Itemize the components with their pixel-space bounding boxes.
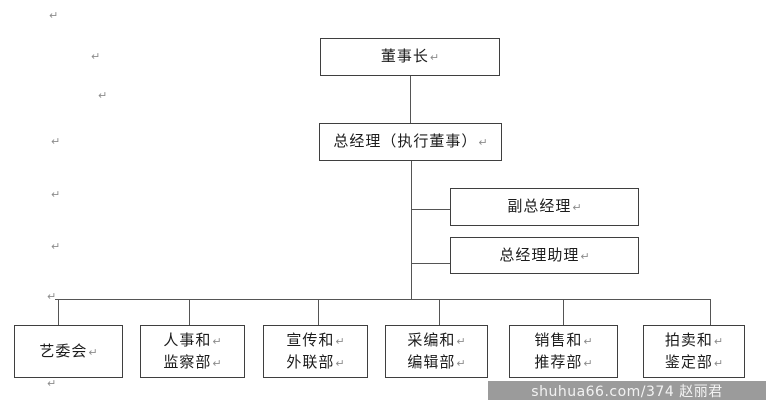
paragraph-mark: ↵ <box>335 334 345 348</box>
org-box-publicity-outreach: 宣传和↵ 外联部↵ <box>263 325 368 378</box>
margin-paragraph-mark: ↵ <box>47 290 57 303</box>
paragraph-mark: ↵ <box>88 345 98 359</box>
paragraph-mark: ↵ <box>572 201 582 214</box>
margin-paragraph-mark: ↵ <box>98 89 108 102</box>
paragraph-mark: ↵ <box>583 356 593 370</box>
paragraph-mark: ↵ <box>335 356 345 370</box>
org-box-hr-supervision-label-line1: 人事和 <box>163 330 212 349</box>
paragraph-mark: ↵ <box>580 249 590 263</box>
margin-paragraph-mark: ↵ <box>47 377 57 390</box>
org-box-editorial: 采编和↵ 编辑部↵ <box>385 325 488 378</box>
org-box-editorial-label-line2: 编辑部 <box>407 352 456 371</box>
org-box-sales-recommendation: 销售和↵ 推荐部↵ <box>509 325 618 378</box>
org-box-chairman-label: 董事长 <box>380 47 429 65</box>
paragraph-mark: ↵ <box>212 334 222 348</box>
org-box-editorial-label-line1: 采编和 <box>407 330 456 349</box>
org-box-hr-supervision: 人事和↵ 监察部↵ <box>140 325 245 378</box>
org-box-deputy-general-manager-label: 副总经理 <box>507 197 572 215</box>
margin-paragraph-mark: ↵ <box>51 240 61 253</box>
branch-gm-assistant <box>411 263 450 264</box>
drop-hr-supervision <box>189 299 190 325</box>
org-box-deputy-general-manager: 副总经理↵ <box>450 188 639 226</box>
paragraph-mark: ↵ <box>212 356 222 370</box>
org-box-hr-supervision-label-line2: 监察部 <box>163 352 212 371</box>
org-box-publicity-outreach-label-line2: 外联部 <box>286 352 335 371</box>
margin-paragraph-mark: ↵ <box>49 9 59 22</box>
org-box-gm-assistant: 总经理助理↵ <box>450 237 639 274</box>
margin-paragraph-mark: ↵ <box>91 50 101 63</box>
org-box-auction-appraisal-label-line2: 鉴定部 <box>664 352 713 371</box>
connector-gm-trunk <box>411 161 412 299</box>
org-box-art-committee-label: 艺委会 <box>39 341 88 360</box>
org-box-publicity-outreach-label-line1: 宣传和 <box>286 330 335 349</box>
drop-auction-appraisal <box>710 299 711 325</box>
org-box-chairman: 董事长↵ <box>320 38 500 76</box>
drop-publicity-outreach <box>318 299 319 325</box>
margin-paragraph-mark: ↵ <box>51 188 61 201</box>
paragraph-mark: ↵ <box>456 334 466 348</box>
org-box-general-manager-label: 总经理（执行董事） <box>333 132 478 150</box>
org-box-sales-recommendation-label-line1: 销售和 <box>534 330 583 349</box>
org-box-general-manager: 总经理（执行董事）↵ <box>319 123 502 161</box>
paragraph-mark: ↵ <box>583 334 593 348</box>
org-box-auction-appraisal-label-line1: 拍卖和 <box>664 330 713 349</box>
org-box-sales-recommendation-label-line2: 推荐部 <box>534 352 583 371</box>
paragraph-mark: ↵ <box>478 136 488 149</box>
watermark-bar: shuhua66.com/374 赵丽君 <box>488 381 766 400</box>
connector-departments-rail <box>55 299 710 300</box>
drop-editorial <box>439 299 440 325</box>
org-box-gm-assistant-label: 总经理助理 <box>499 245 580 264</box>
margin-paragraph-mark: ↵ <box>51 135 61 148</box>
drop-sales-recommendation <box>563 299 564 325</box>
connector-chairman-to-gm <box>410 76 411 123</box>
branch-deputy-gm <box>411 209 450 210</box>
paragraph-mark: ↵ <box>429 51 440 64</box>
drop-art-committee <box>58 299 59 325</box>
paragraph-mark: ↵ <box>456 356 466 370</box>
paragraph-mark: ↵ <box>713 334 724 348</box>
org-box-art-committee: 艺委会↵ <box>14 325 123 378</box>
org-box-auction-appraisal: 拍卖和↵ 鉴定部↵ <box>643 325 745 378</box>
watermark-text: shuhua66.com/374 赵丽君 <box>531 383 723 400</box>
paragraph-mark: ↵ <box>713 356 724 370</box>
